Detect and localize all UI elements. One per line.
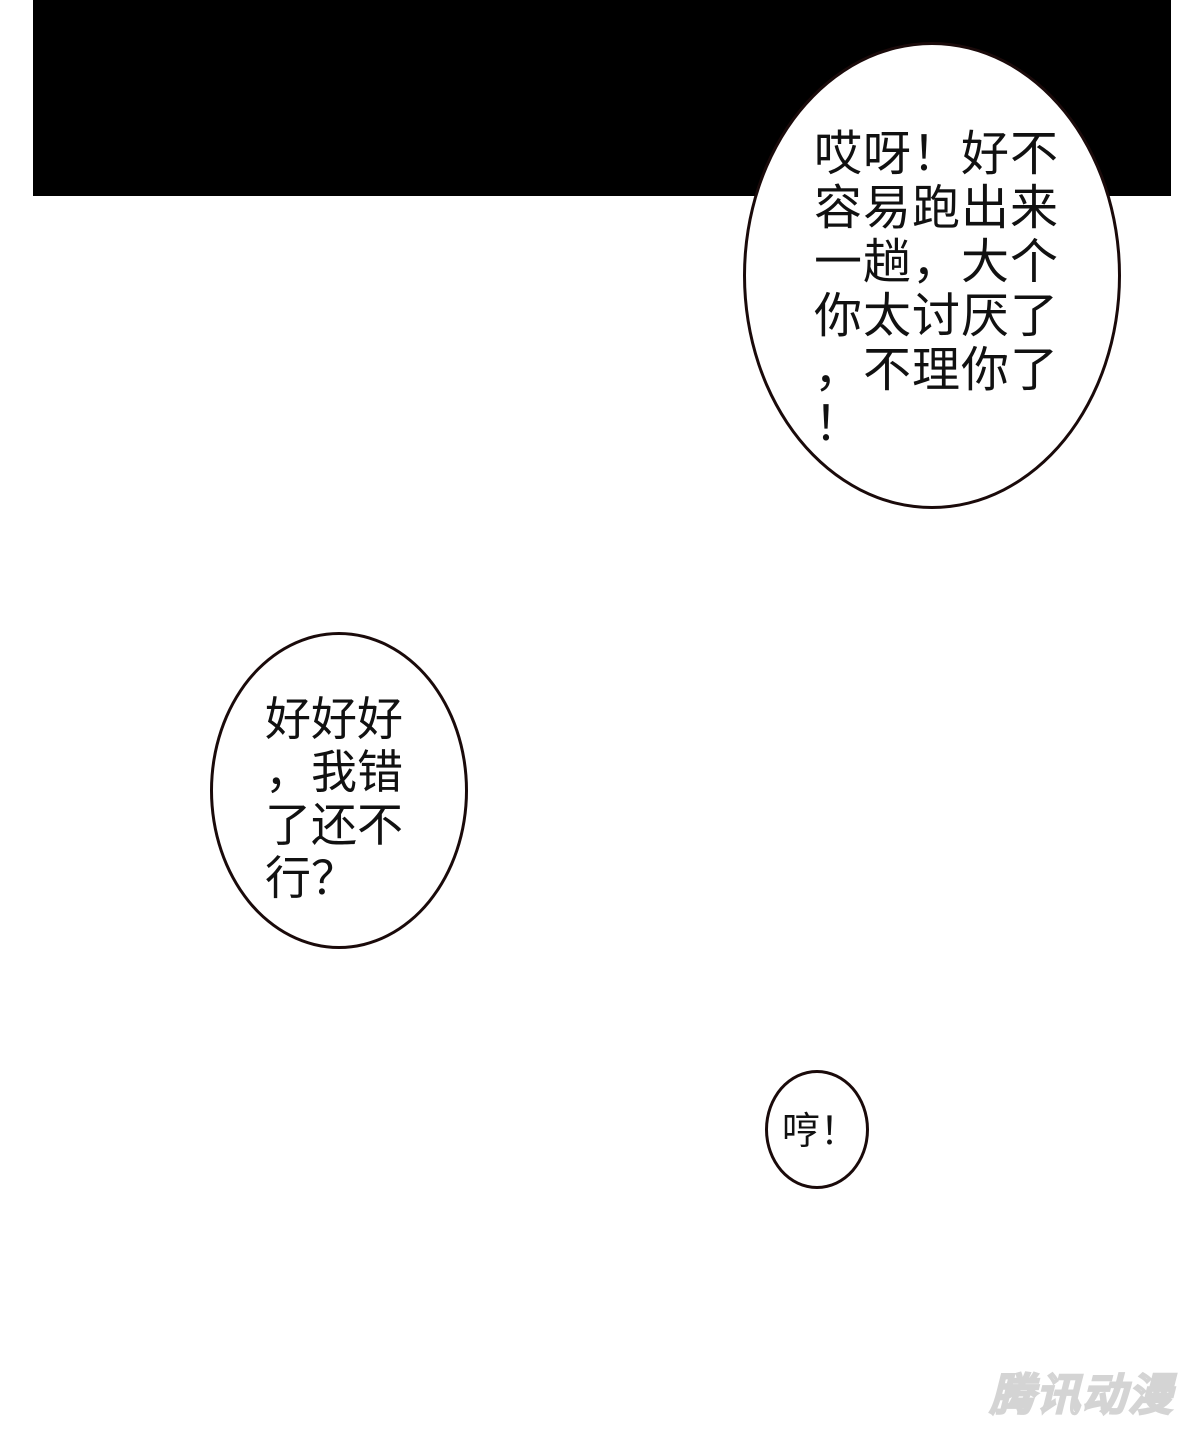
speech-bubble-text: 哼！: [782, 1109, 859, 1153]
speech-bubble-text: 好好好 ，我错 了还不 行？: [265, 692, 403, 905]
speech-bubble-text: 哎呀！好不 容易跑出来 一趟，大个 你太讨厌了 ，不理你了 ！: [814, 126, 1060, 452]
watermark-logo: 腾讯动漫: [989, 1369, 1174, 1422]
speech-bubble-complaint: 哎呀！好不 容易跑出来 一趟，大个 你太讨厌了 ，不理你了 ！: [743, 42, 1121, 509]
speech-bubble-hmph: 哼！: [765, 1070, 869, 1189]
speech-bubble-apology: 好好好 ，我错 了还不 行？: [210, 632, 468, 949]
